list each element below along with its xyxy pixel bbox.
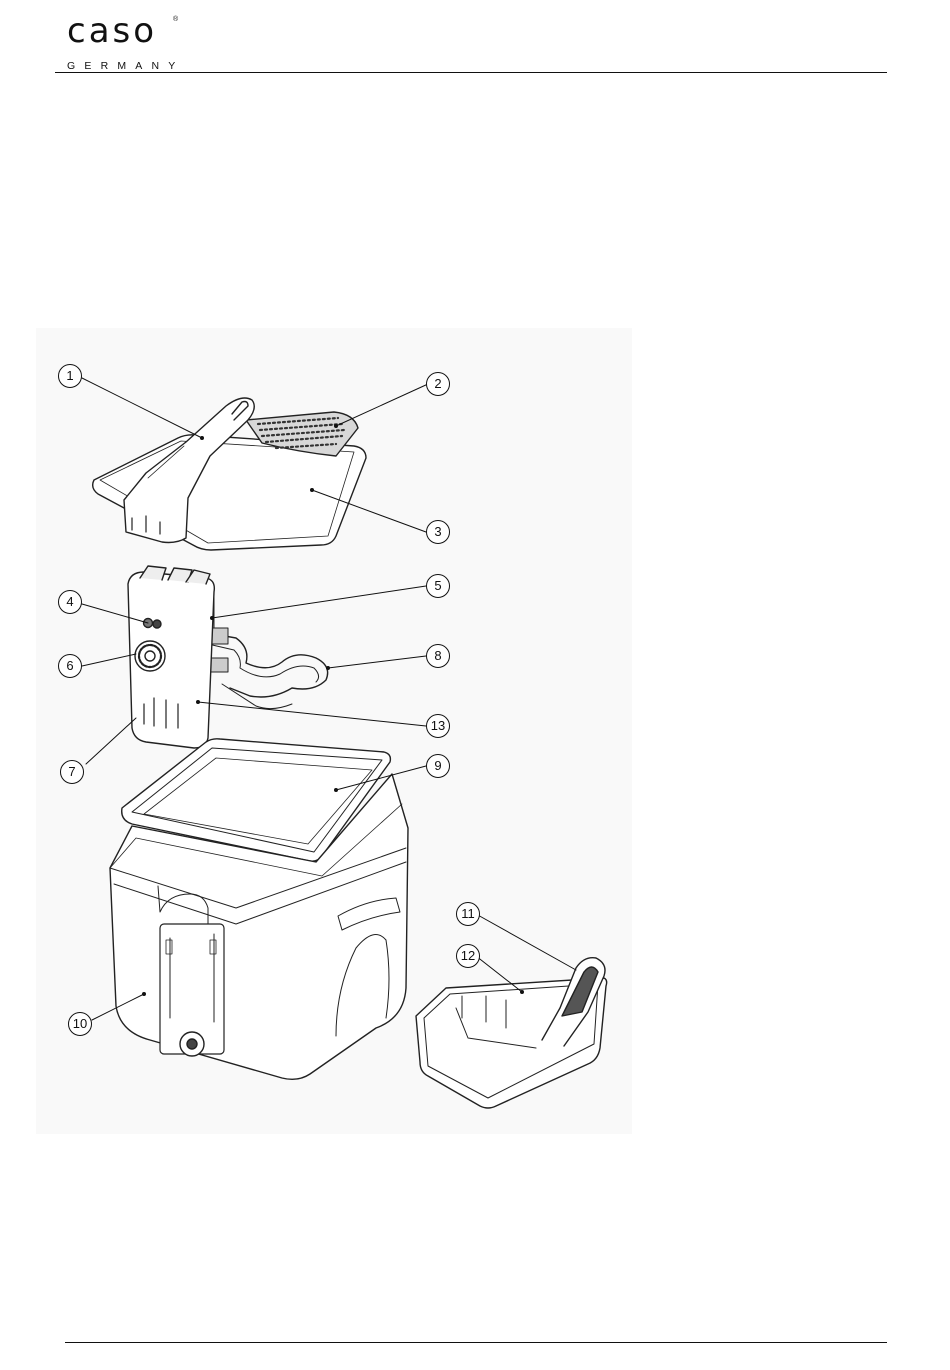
footer-rule — [65, 1342, 887, 1343]
logo-subtitle: GERMANY — [67, 60, 185, 72]
callout-4: 4 — [58, 590, 82, 614]
callout-7: 7 — [60, 760, 84, 784]
control-unit-part — [128, 566, 328, 748]
deep-fryer-exploded-diagram: 1 2 3 4 5 6 8 13 7 9 11 12 10 — [36, 328, 632, 1134]
lid-part — [93, 398, 366, 550]
callout-13: 13 — [426, 714, 450, 738]
callout-8: 8 — [426, 644, 450, 668]
caso-germany-logo: caso ® GERMANY — [55, 6, 190, 76]
logo-wordmark: caso — [67, 14, 157, 48]
housing-part — [110, 739, 408, 1080]
callout-11: 11 — [456, 902, 480, 926]
callout-2: 2 — [426, 372, 450, 396]
fryer-drawing — [36, 328, 632, 1134]
logo-registered-mark: ® — [173, 16, 178, 23]
callout-10: 10 — [68, 1012, 92, 1036]
header-rule — [55, 72, 887, 73]
callout-1: 1 — [58, 364, 82, 388]
callout-5: 5 — [426, 574, 450, 598]
callout-3: 3 — [426, 520, 450, 544]
basket-part — [416, 958, 607, 1108]
callout-9: 9 — [426, 754, 450, 778]
callout-12: 12 — [456, 944, 480, 968]
callout-6: 6 — [58, 654, 82, 678]
